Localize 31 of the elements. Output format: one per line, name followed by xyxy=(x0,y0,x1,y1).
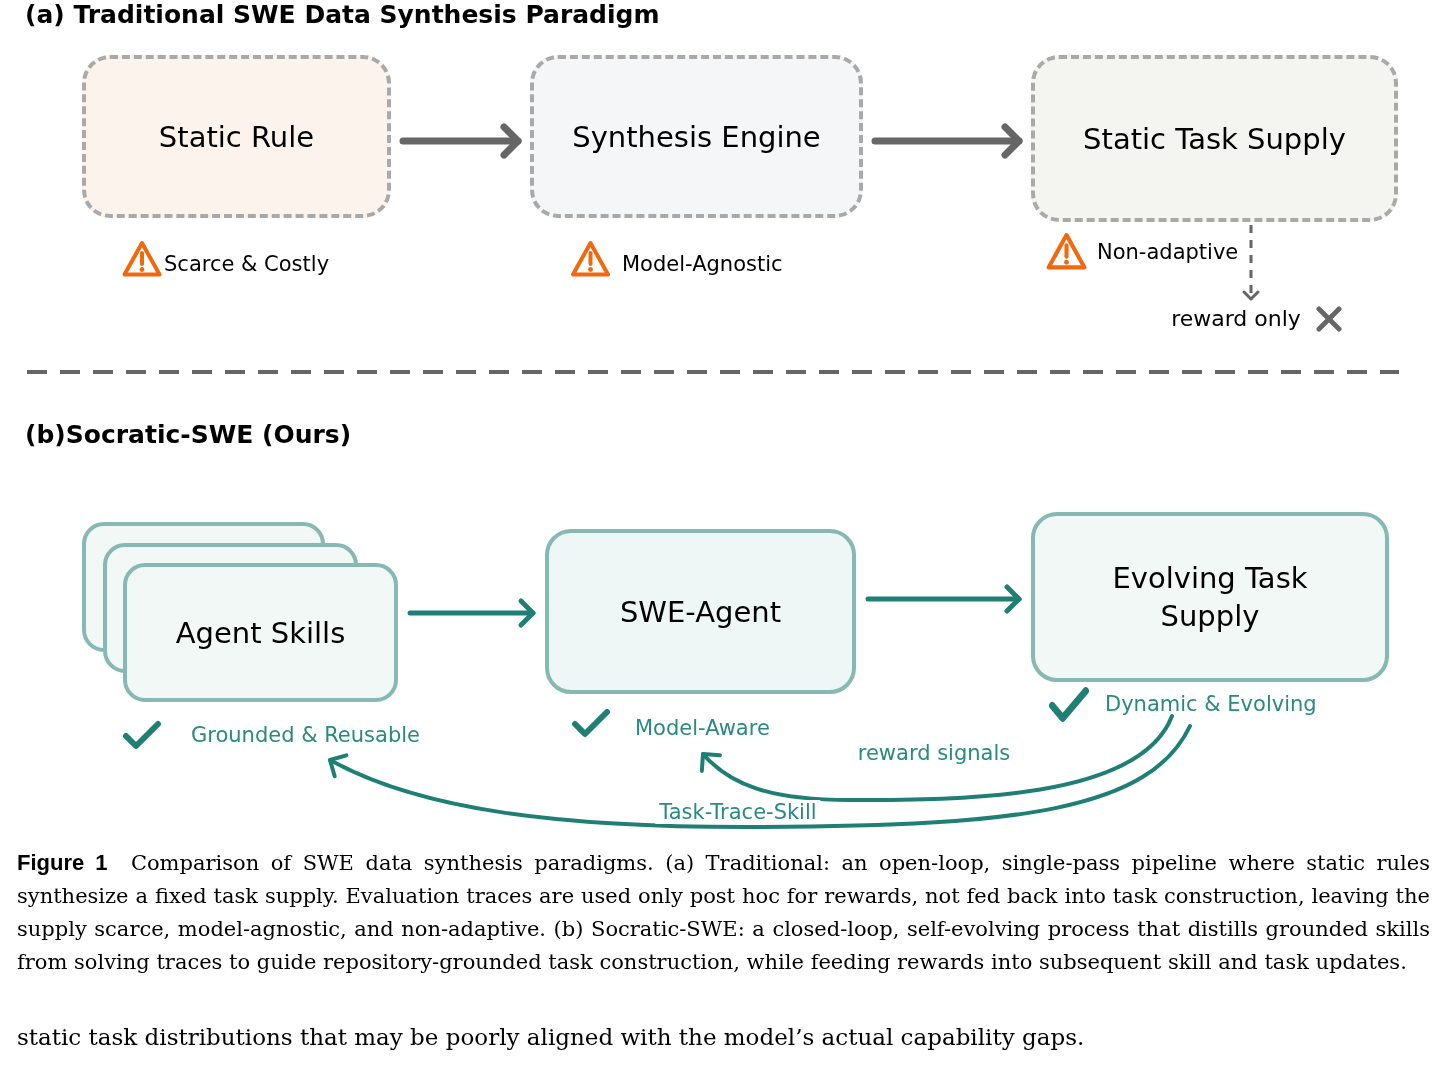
arrow xyxy=(399,123,522,159)
arrow xyxy=(407,598,536,628)
benefit-note: Dynamic & Evolving xyxy=(1105,691,1317,718)
warning-note: Model-Agnostic xyxy=(622,251,783,278)
dashed-process-box xyxy=(530,55,863,218)
curved-arrow xyxy=(700,714,1174,802)
dashed-process-box xyxy=(82,55,391,218)
benefit-note: Grounded & Reusable xyxy=(191,722,420,749)
panel-heading: (a) Traditional SWE Data Synthesis Paradigm xyxy=(25,0,660,30)
box-label: Static Task Supply xyxy=(1083,120,1346,158)
edge-label: Task-Trace-Skill xyxy=(655,800,821,824)
process-box xyxy=(545,529,856,694)
box-label: Agent Skills xyxy=(175,614,346,652)
dashed-arrow xyxy=(1242,225,1260,301)
box-label: Evolving Task Supply xyxy=(1111,560,1309,635)
arrow xyxy=(865,584,1022,614)
box-label: Synthesis Engine xyxy=(572,118,821,156)
warning-note: Scarce & Costly xyxy=(164,251,330,278)
note-text: reward only xyxy=(1166,304,1306,334)
benefit-note: Model-Aware xyxy=(635,715,770,742)
body-text: static task distributions that may be poorly aligned with the model’s actual capability gaps. xyxy=(17,1023,1085,1052)
box-label: Static Rule xyxy=(158,118,315,156)
curved-arrow xyxy=(328,724,1192,829)
process-box xyxy=(1031,512,1389,682)
warning-note: Non-adaptive xyxy=(1097,239,1239,266)
dashed-process-box xyxy=(1031,55,1398,222)
box-label: SWE-Agent xyxy=(619,593,782,631)
arrow xyxy=(871,123,1023,159)
stacked-cards xyxy=(82,522,398,702)
figure-caption: Figure 1 Comparison of SWE data synthesis paradigms. (a) Traditional: an open-loop, single-pass pipeline where static rules synthesize a fixed task supply. Evaluation traces are used only post hoc for rewards, not fed back into task construction, leaving the supply scarce, model-agnostic, and non-adaptive. (b) Socratic-SWE: a closed-loop, self-evolving process that distills grounded skills from solving traces to guide repository-grounded task construction, while feeding rewards into subsequent skill and task updates. xyxy=(17,849,1430,976)
panel-heading: (b)Socratic-SWE (Ours) xyxy=(25,419,352,451)
